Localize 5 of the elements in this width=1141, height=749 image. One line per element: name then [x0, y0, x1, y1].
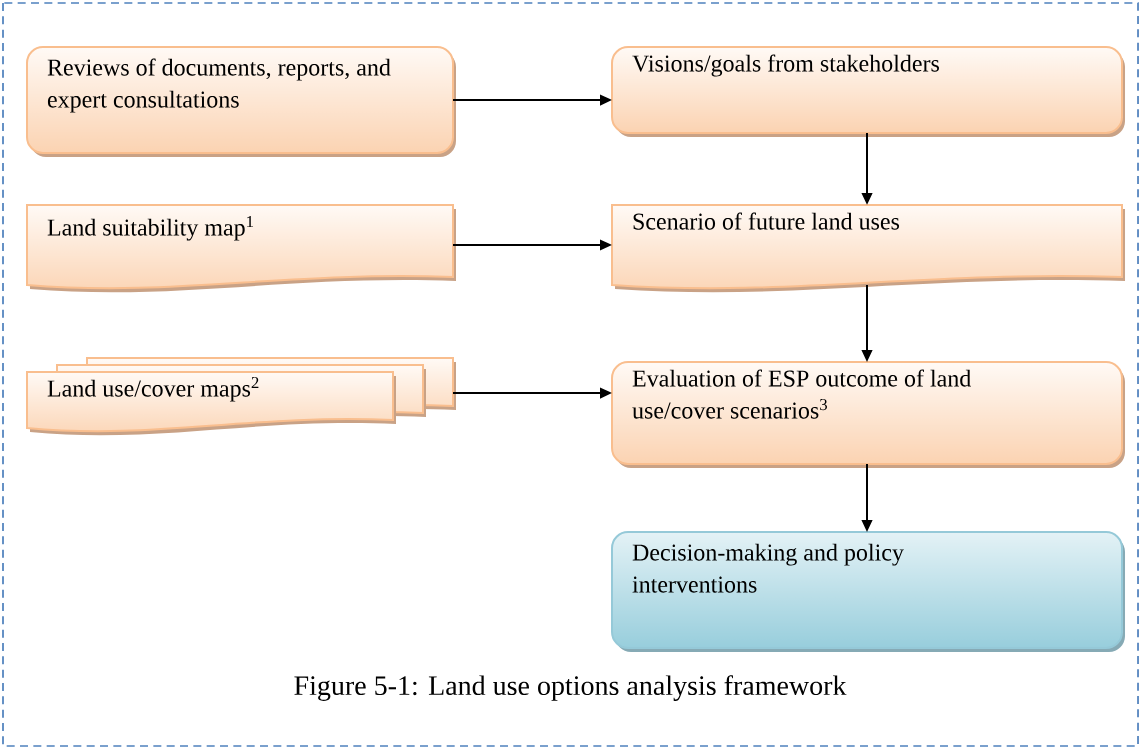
process-box: Evaluation of ESP outcome of land use/cover scenarios$^{3}$ [611, 361, 1125, 468]
process-box: Visions/goals from stakeholders [611, 46, 1125, 137]
outcome-box: Decision-making and policy interventions [611, 531, 1125, 652]
figure-caption: Figure 5-1: Land use options analysis framework [294, 675, 847, 701]
process-box: Reviews of documents, reports, and expert consultations [26, 46, 456, 157]
